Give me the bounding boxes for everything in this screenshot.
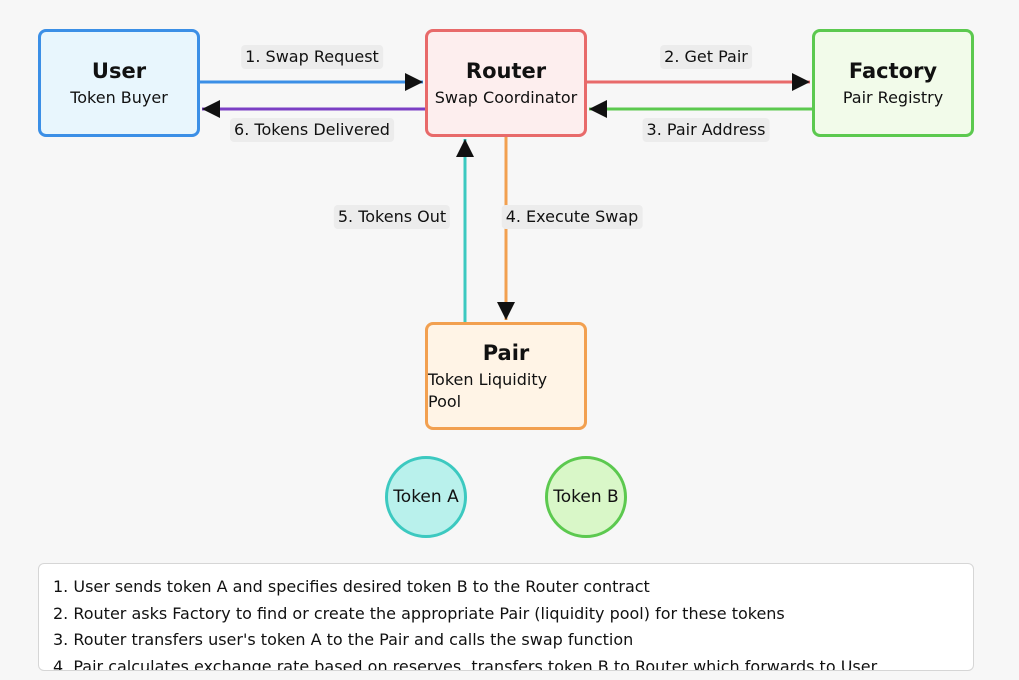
edge-label-get-pair: 2. Get Pair bbox=[660, 45, 752, 69]
step-note: 4. Pair calculates exchange rate based o… bbox=[53, 656, 878, 671]
user-title: User bbox=[91, 58, 147, 83]
edge-label-execute-swap: 4. Execute Swap bbox=[501, 205, 643, 229]
factory-title: Factory bbox=[848, 58, 938, 83]
edge-label-swap-request: 1. Swap Request bbox=[241, 45, 383, 69]
router-title: Router bbox=[465, 58, 547, 83]
steps-notes-box: 1. User sends token A and specifies desi… bbox=[38, 563, 974, 671]
edge-label-pair-address: 3. Pair Address bbox=[642, 118, 770, 142]
token-a-circle: Token A bbox=[385, 456, 467, 538]
pair-subtitle: Token Liquidity Pool bbox=[428, 369, 548, 411]
user-subtitle: Token Buyer bbox=[70, 87, 168, 107]
step-note: 3. Router transfers user's token A to th… bbox=[53, 630, 634, 649]
token-b-circle: Token B bbox=[545, 456, 627, 538]
pair-node: Pair Token Liquidity Pool bbox=[425, 322, 587, 430]
edge-label-tokens-out: 5. Tokens Out bbox=[333, 205, 451, 229]
factory-subtitle: Pair Registry bbox=[842, 87, 944, 107]
router-node: Router Swap Coordinator bbox=[425, 29, 587, 137]
router-subtitle: Swap Coordinator bbox=[434, 87, 578, 107]
step-note: 1. User sends token A and specifies desi… bbox=[53, 577, 650, 596]
factory-node: Factory Pair Registry bbox=[812, 29, 974, 137]
user-node: User Token Buyer bbox=[38, 29, 200, 137]
step-note: 2. Router asks Factory to find or create… bbox=[53, 603, 785, 623]
edge-label-tokens-delivered: 6. Tokens Delivered bbox=[230, 118, 394, 142]
pair-title: Pair bbox=[482, 340, 530, 365]
